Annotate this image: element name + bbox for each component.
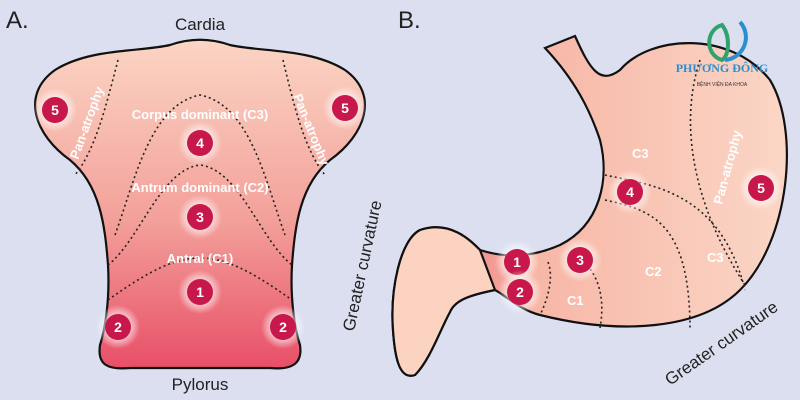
marker-b-2: 2 <box>498 270 542 314</box>
region-antral: Antral (C1) <box>167 251 233 266</box>
pylorus-label: Pylorus <box>172 375 229 394</box>
marker-3: 3 <box>178 195 222 239</box>
marker-b-4: 4 <box>608 170 652 214</box>
region-antrum-dominant: Antrum dominant (C2) <box>131 180 268 195</box>
region-c1: C1 <box>567 293 584 308</box>
svg-text:3: 3 <box>196 209 204 225</box>
region-c3-upper: C3 <box>632 146 649 161</box>
svg-text:2: 2 <box>279 319 287 335</box>
marker-b-5: 5 <box>739 166 783 210</box>
markers-b: 1 2 3 4 5 <box>495 166 783 314</box>
svg-text:5: 5 <box>51 102 59 118</box>
svg-text:3: 3 <box>576 252 584 268</box>
logo-name: PHƯƠNG ĐÔNG <box>676 61 769 75</box>
svg-text:1: 1 <box>196 284 204 300</box>
region-c2: C2 <box>645 264 662 279</box>
cardia-label: Cardia <box>175 15 226 34</box>
svg-text:5: 5 <box>341 100 349 116</box>
marker-5-right: 5 <box>323 86 367 130</box>
panel-b-letter: B. <box>398 7 421 34</box>
marker-4: 4 <box>178 121 222 165</box>
region-c3-lower: C3 <box>707 250 724 265</box>
marker-5-left: 5 <box>33 88 77 132</box>
svg-text:2: 2 <box>516 284 524 300</box>
markers-a: 5 5 4 3 1 2 2 <box>33 86 367 349</box>
marker-1: 1 <box>178 270 222 314</box>
marker-2-left: 2 <box>96 305 140 349</box>
svg-text:4: 4 <box>626 184 634 200</box>
svg-text:4: 4 <box>196 135 204 151</box>
region-corpus-dominant: Corpus dominant (C3) <box>132 107 269 122</box>
greater-curvature-label-a: Greater curvature <box>339 199 385 333</box>
svg-text:5: 5 <box>757 180 765 196</box>
marker-b-3: 3 <box>558 238 602 282</box>
phuong-dong-logo: PHƯƠNG ĐÔNG BỆNH VIỆN ĐA KHOA <box>676 20 769 88</box>
svg-text:1: 1 <box>513 254 521 270</box>
panel-a-letter: A. <box>6 7 29 34</box>
svg-text:2: 2 <box>114 319 122 335</box>
stomach-b <box>391 34 788 377</box>
marker-2-right: 2 <box>261 305 305 349</box>
logo-subtitle: BỆNH VIỆN ĐA KHOA <box>697 80 748 88</box>
